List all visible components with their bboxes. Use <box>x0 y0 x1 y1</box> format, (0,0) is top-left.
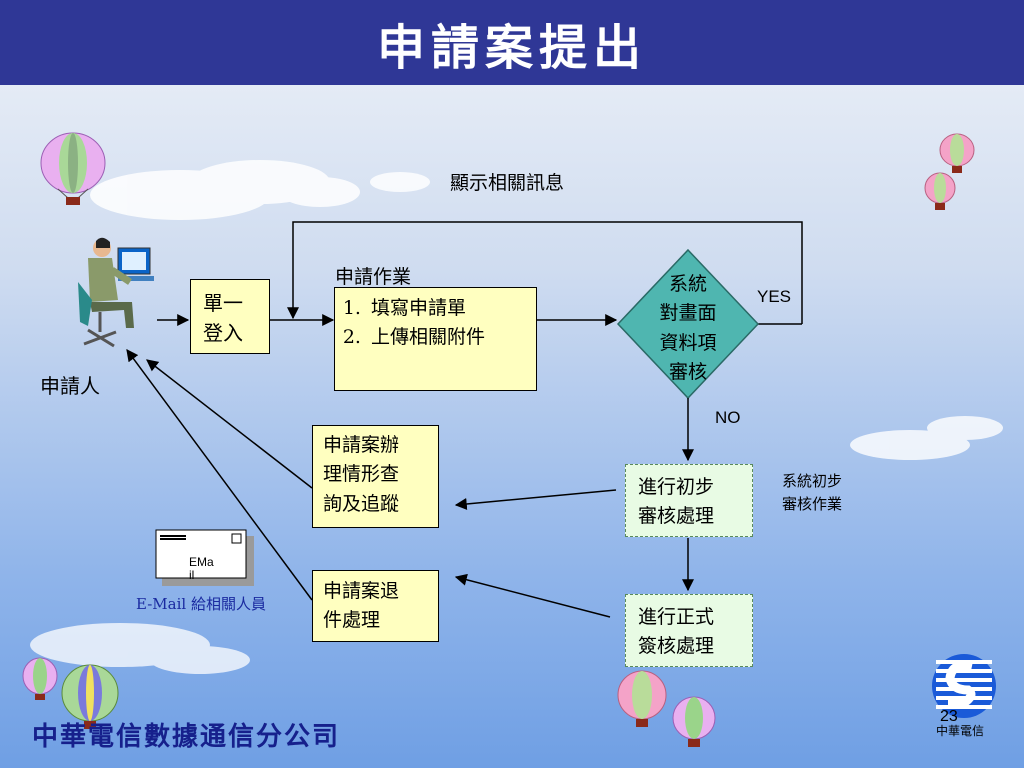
title-bar: 申請案提出 <box>0 0 1024 85</box>
company-name: 中華電信數據通信分公司 <box>32 722 341 752</box>
label-no: NO <box>715 408 741 427</box>
balloon-icon-bottom-left-1 <box>22 657 58 700</box>
page-number: 23 <box>940 708 958 725</box>
decision-text: 系統 對畫面 資料項 審核 <box>659 273 717 384</box>
cloud-top-left <box>90 160 360 220</box>
arrow-return-to-applicant <box>126 349 313 601</box>
balloon-icon-top-right-1 <box>939 133 975 173</box>
formal-review-box[interactable]: 進行正式 簽核處理 <box>625 594 753 667</box>
label-show-info: 顯示相關訊息 <box>450 172 565 194</box>
label-yes: YES <box>757 287 792 306</box>
applicant-computer-icon <box>78 237 154 348</box>
cloud-right <box>850 416 1003 460</box>
label-applicant: 申請人 <box>40 374 100 398</box>
page-title: 申請案提出 <box>376 19 647 76</box>
arrow-loop-back <box>287 221 803 324</box>
label-application-work: 申請作業 <box>335 266 412 288</box>
query-tracking-box[interactable]: 申請案辦 理情形查 詢及追蹤 <box>312 425 439 528</box>
arrow-formal-to-return <box>454 573 611 618</box>
application-steps-box[interactable]: 填寫申請單 上傳相關附件 <box>334 287 537 391</box>
email-icon <box>155 529 254 586</box>
logo-text: 中華電信 <box>936 724 985 738</box>
step-upload-attachments: 上傳相關附件 <box>367 323 532 352</box>
email-icon-text: EMa il <box>189 555 214 583</box>
arrow-query-to-applicant <box>146 359 313 489</box>
balloon-icon-bottom-mid-2 <box>672 696 716 747</box>
step-fill-form: 填寫申請單 <box>367 294 532 323</box>
company-logo-icon <box>932 654 996 718</box>
cloud-top-mid <box>370 172 430 192</box>
balloon-icon-bottom-mid-1 <box>617 670 667 727</box>
label-email-note: E-Mail 給相關人員 <box>136 595 266 613</box>
balloon-icon-top-right-2 <box>924 172 956 210</box>
return-box[interactable]: 申請案退 件處理 <box>312 570 439 642</box>
balloon-icon-bottom-left-2 <box>61 664 119 729</box>
label-system-prelim: 系統初步 審核作業 <box>782 472 843 513</box>
balloon-icon-top-left <box>40 132 106 205</box>
arrow-prelim-to-query <box>454 489 617 510</box>
cloud-bottom-left <box>30 623 250 674</box>
prelim-review-box[interactable]: 進行初步 審核處理 <box>625 464 753 537</box>
single-login-box[interactable]: 單一 登入 <box>190 279 270 354</box>
